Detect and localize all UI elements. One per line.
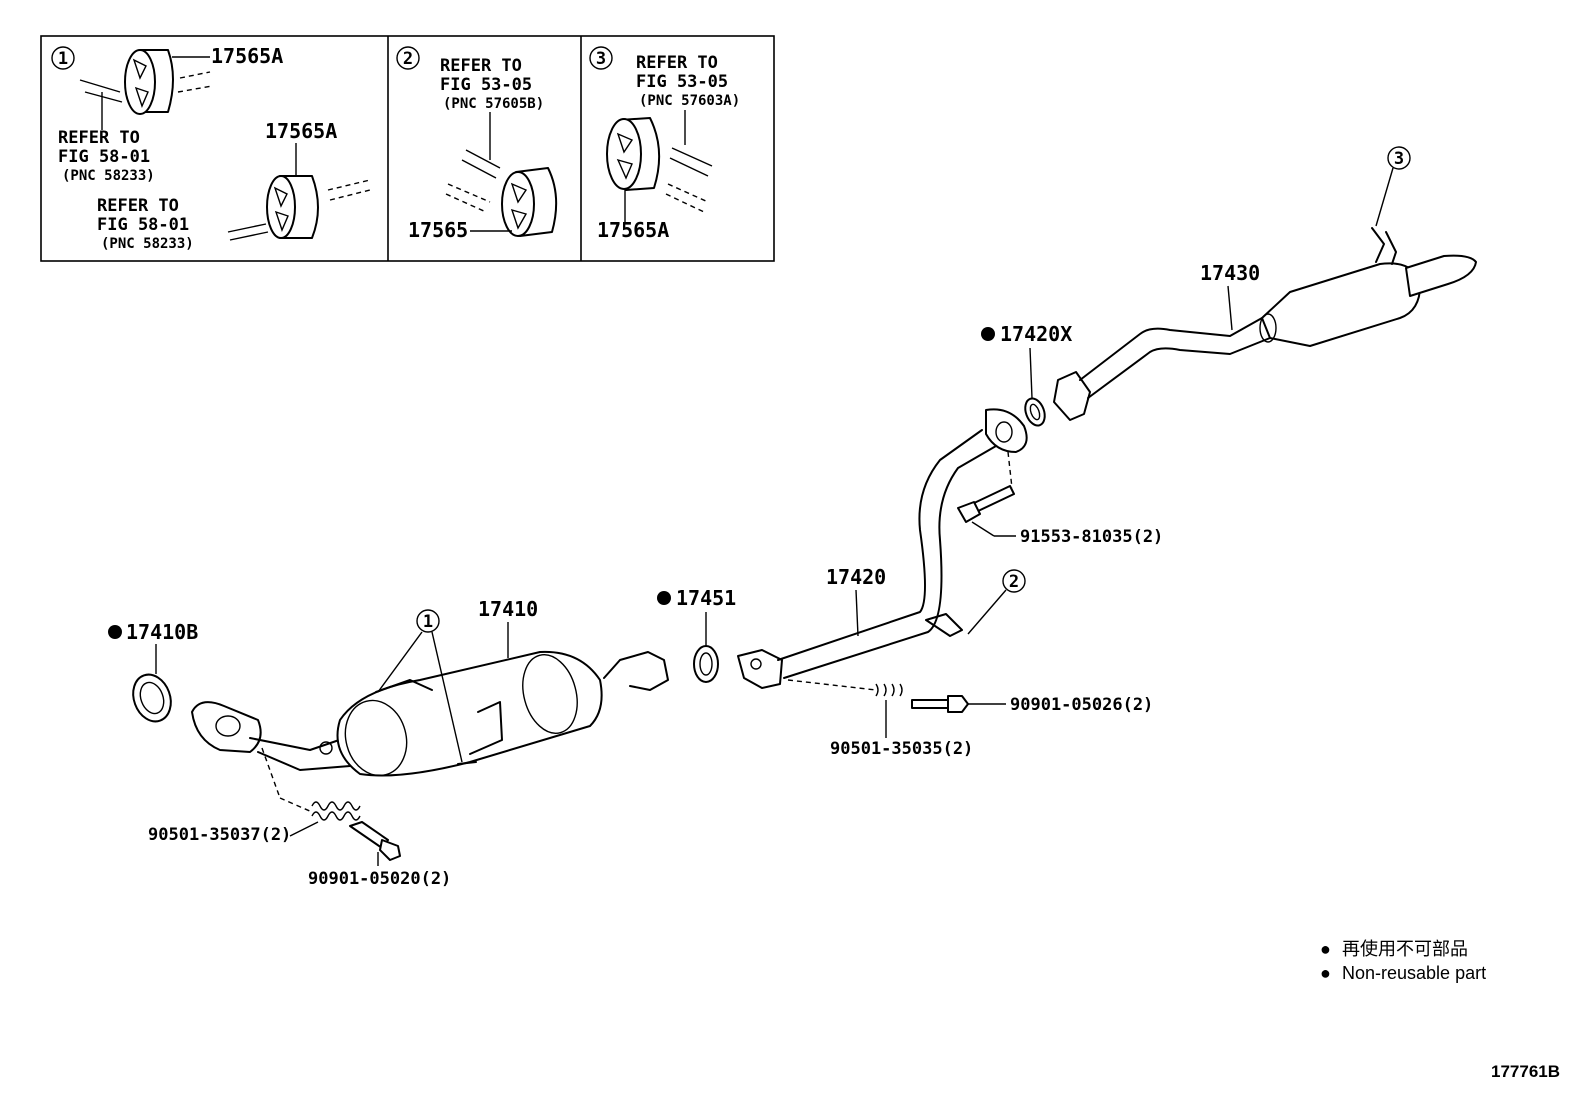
leader-line (289, 821, 319, 837)
callout-17565A: 17565A (597, 218, 669, 242)
marker-1-circle (416, 609, 440, 633)
label-17420X: 17420X (1000, 322, 1072, 346)
spring-icon (311, 801, 361, 821)
legend-bullet: ● (1320, 939, 1331, 959)
inset-3-marker-circle (589, 46, 613, 70)
rubber-hanger-icon (227, 175, 371, 241)
legend-line-japanese: 再使用不可部品 (1342, 939, 1468, 959)
refer-line3: (PNC 58233) (62, 168, 155, 184)
bolt-icon (349, 821, 401, 861)
callout-17565: 17565 (408, 218, 468, 242)
gasket-17451 (693, 645, 719, 683)
inset-2: 2 REFER TO FIG 53-05 (PNC 57605B) 17565 (396, 46, 558, 242)
leader-line (855, 589, 859, 637)
leader-line (377, 631, 423, 693)
label-17430: 17430 (1200, 261, 1260, 285)
label-90901-05026: 90901-05026(2) (1010, 695, 1153, 715)
non-reusable-dot (657, 591, 671, 605)
callout-17565A: 17565A (211, 44, 283, 68)
inset-frame (40, 35, 775, 262)
label-17451: 17451 (676, 586, 736, 610)
marker-1: 1 (423, 612, 433, 632)
legend-line-english: Non-reusable part (1342, 963, 1486, 983)
label-17410: 17410 (478, 597, 538, 621)
catalytic-converter-17410 (191, 650, 669, 777)
assembly-line (279, 797, 313, 813)
refer-line1: REFER TO (97, 196, 179, 216)
inset-1-marker-circle (51, 46, 75, 70)
leader-line (967, 589, 1007, 635)
refer-line2: FIG 58-01 (97, 215, 189, 235)
legend-bullet: ● (1320, 963, 1331, 983)
gasket-17420X (1024, 397, 1046, 427)
label-90501-35037: 90501-35037(2) (148, 825, 291, 845)
gasket-17410B (132, 673, 172, 723)
marker-3-circle (1387, 146, 1411, 170)
inset-2-marker-circle (396, 46, 420, 70)
inset-2-marker: 2 (403, 49, 413, 69)
refer-line1: REFER TO (636, 53, 718, 73)
leader-line (1227, 285, 1233, 331)
leader-line (1375, 167, 1394, 227)
non-reusable-dot (108, 625, 122, 639)
assembly-line (787, 679, 877, 691)
leader-line (971, 521, 995, 537)
figure-id: 177761B (1491, 1062, 1560, 1081)
marker-2: 2 (1009, 572, 1019, 592)
inset-panel: 1 17565A REFER TO FIG 58-01 (PNC 58233) (40, 35, 775, 262)
assembly-line (1007, 451, 1013, 489)
refer-line1: REFER TO (440, 56, 522, 76)
rubber-hanger-icon (79, 49, 213, 115)
bolt-icon (957, 485, 1015, 523)
inset-3-marker: 3 (596, 49, 606, 69)
refer-line3: (PNC 57603A) (639, 93, 740, 109)
muffler-17430 (1053, 227, 1477, 421)
legend: ● 再使用不可部品 ● Non-reusable part (1320, 939, 1486, 983)
callout-17565A: 17565A (265, 119, 337, 143)
inset-1-marker: 1 (58, 49, 68, 69)
refer-line2: FIG 58-01 (58, 147, 150, 167)
rubber-hanger-icon (606, 117, 713, 213)
refer-line3: (PNC 58233) (101, 236, 194, 252)
label-90901-05020: 90901-05020(2) (308, 869, 451, 889)
label-17410B: 17410B (126, 620, 198, 644)
inset-3: 3 REFER TO FIG 53-05 (PNC 57603A) 17565A (589, 46, 740, 242)
label-17420: 17420 (826, 565, 886, 589)
leader-line (431, 631, 463, 763)
marker-2-circle (1002, 569, 1026, 593)
center-pipe-17420 (737, 408, 1028, 689)
non-reusable-dot (981, 327, 995, 341)
bolt-icon (911, 695, 969, 713)
refer-line1: REFER TO (58, 128, 140, 148)
spring-icon (875, 683, 903, 697)
refer-line2: FIG 53-05 (440, 75, 532, 95)
marker-3: 3 (1394, 149, 1404, 169)
refer-line2: FIG 53-05 (636, 72, 728, 92)
refer-line3: (PNC 57605B) (443, 96, 544, 112)
rubber-hanger-icon (445, 149, 558, 237)
leader-line (1029, 347, 1033, 399)
label-90501-35035: 90501-35035(2) (830, 739, 973, 759)
label-91553-81035: 91553-81035(2) (1020, 527, 1163, 547)
inset-1: 1 17565A REFER TO FIG 58-01 (PNC 58233) (51, 44, 371, 252)
